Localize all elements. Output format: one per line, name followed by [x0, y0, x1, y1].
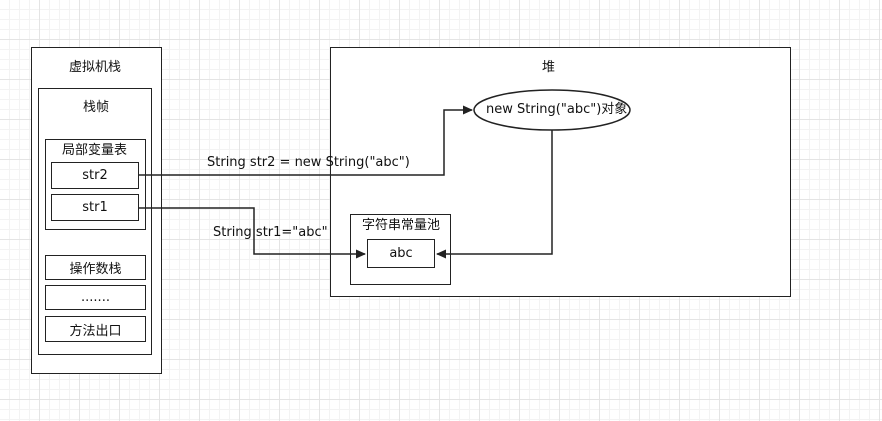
ellipsis-box: .......: [45, 285, 146, 310]
arrow-str2-to-object: [139, 105, 473, 176]
method-exit: 方法出口: [45, 316, 146, 342]
local-var-str2-label: str2: [82, 168, 108, 183]
pool-value-abc-label: abc: [389, 246, 413, 261]
stack-frame-title: 栈帧: [83, 100, 110, 115]
local-var-str1-label: str1: [82, 200, 108, 215]
local-variable-table-title: 局部变量表: [62, 143, 128, 158]
pool-value-abc: abc: [367, 239, 435, 268]
heap-title: 堆: [542, 60, 556, 75]
arrow-str1-label: String str1="abc": [213, 225, 328, 240]
method-exit-label: 方法出口: [69, 323, 122, 339]
ellipsis-label: .......: [81, 290, 110, 305]
string-object-label: new String("abc")对象: [486, 102, 628, 117]
arrow-object-to-pool: [436, 130, 553, 259]
operand-stack-label: 操作数栈: [69, 262, 122, 277]
operand-stack: 操作数栈: [45, 255, 146, 280]
string-constant-pool-title: 字符串常量池: [362, 218, 441, 233]
arrow-str2-label: String str2 = new String("abc"): [207, 155, 410, 170]
local-var-str2: str2: [51, 162, 139, 189]
local-var-str1: str1: [51, 194, 139, 221]
vm-stack-title: 虚拟机栈: [69, 60, 122, 75]
arrow-str1-to-pool: [139, 207, 366, 259]
